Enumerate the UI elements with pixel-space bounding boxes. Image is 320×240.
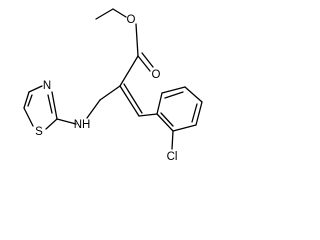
bond-benzene-c1-c2 xyxy=(156,92,163,115)
bond-benzene-c6-c1 xyxy=(156,113,174,132)
bond-benzene-c2-c3 xyxy=(161,86,186,94)
bond-thiazole-sulfur-c5 xyxy=(23,107,34,127)
bond-benzene-chlorine xyxy=(171,130,174,150)
bond-benzene-inner-a xyxy=(164,91,184,99)
atom-label-ether-oxygen: O xyxy=(127,14,136,26)
structure-canvas: O O N S NH Cl xyxy=(23,8,203,163)
atom-label-thiazole-nitrogen: N xyxy=(43,80,51,92)
bond-methylene-amine xyxy=(86,99,101,119)
bond-amine-thiazole-c2 xyxy=(56,118,77,125)
bond-alkene-double-outer xyxy=(119,85,140,117)
bond-alkene-double-inner xyxy=(123,83,143,114)
bond-benzene-inner-b xyxy=(191,103,198,123)
bond-benzene-c5-c6 xyxy=(172,124,197,132)
bond-benzene-c4-c5 xyxy=(195,101,203,126)
bond-thiazole-c4-nitrogen xyxy=(28,85,43,93)
atom-label-thiazole-sulfur: S xyxy=(35,126,43,138)
bond-carbonyl-double-outer xyxy=(137,55,151,72)
atom-label-chlorine: Cl xyxy=(167,151,178,163)
bond-ether-oxygen-carbonyl-carbon xyxy=(135,23,139,57)
bond-thiazole-c2-sulfur xyxy=(45,118,58,130)
bond-vinyl-benzene xyxy=(138,113,158,117)
bond-ethyl-ch2-oxygen xyxy=(112,8,127,18)
bond-carbonyl-carbon-alkene-carbon xyxy=(119,55,139,87)
bond-benzene-inner-c xyxy=(160,112,174,127)
bond-alkene-carbon-methylene xyxy=(99,85,121,101)
bond-thiazole-nitrogen-c2-inner xyxy=(47,94,53,114)
atom-label-carbonyl-oxygen: O xyxy=(152,69,161,81)
bond-ethyl-ch3-ch2 xyxy=(95,8,114,20)
bond-thiazole-c5-c4-double xyxy=(23,91,30,109)
bond-carbonyl-double-inner xyxy=(141,52,154,68)
chemical-structure-drawing: O O N S NH Cl xyxy=(23,8,203,163)
bond-thiazole-nitrogen-c2-outer xyxy=(51,91,58,120)
atom-label-amine-nitrogen: NH xyxy=(74,119,91,131)
bond-benzene-c3-c4 xyxy=(184,86,203,103)
bond-thiazole-c5-c4-inner xyxy=(27,94,33,107)
